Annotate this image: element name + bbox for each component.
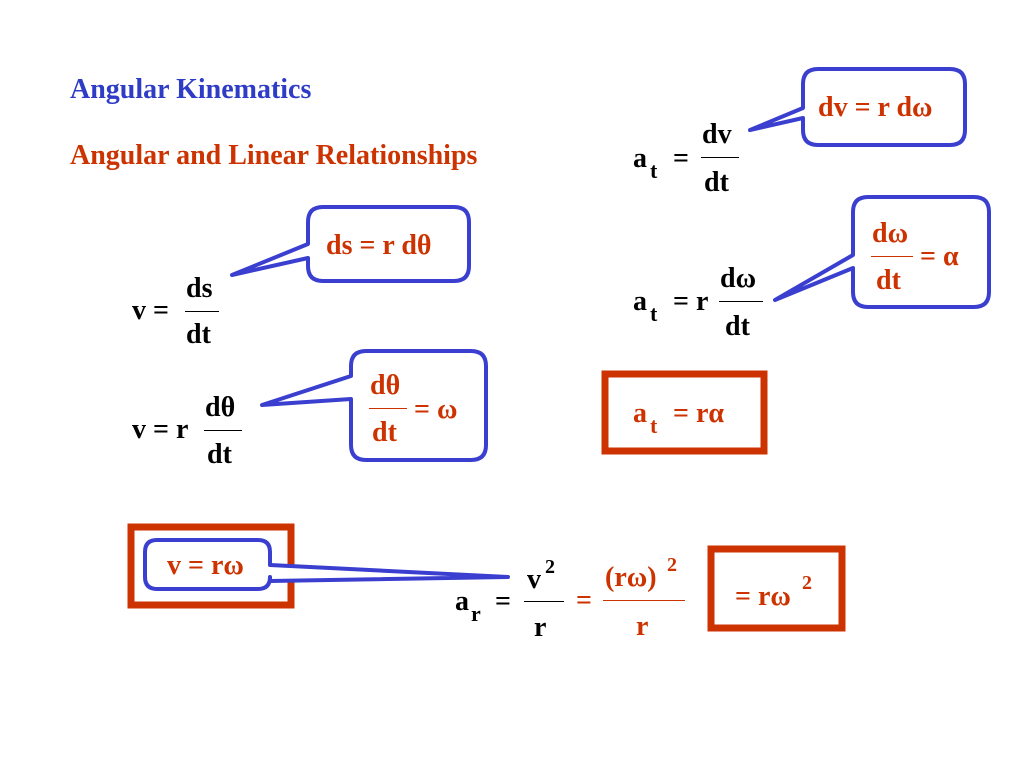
callout-omega-denominator: dt — [372, 417, 397, 448]
eq-v-ds-fraction-bar — [185, 311, 219, 312]
result-at-frame — [601, 370, 768, 455]
eq-at-dv-denominator: dt — [704, 167, 729, 198]
callout-dv-box — [748, 67, 967, 147]
eq-ar-a: a — [455, 586, 469, 617]
callout-omega-fraction-bar — [369, 408, 407, 409]
callout-alpha-fraction-bar — [871, 256, 913, 257]
page-subtitle: Angular and Linear Relationships — [70, 140, 478, 171]
eq-v-ds-denominator: dt — [186, 319, 211, 350]
eq-at-domega-denominator: dt — [725, 311, 750, 342]
eq-v-dtheta-denominator: dt — [207, 439, 232, 470]
result-ar-frame — [707, 545, 846, 632]
eq-at-dv-subscript: t — [650, 158, 658, 183]
callout-omega-box — [260, 349, 488, 462]
eq-at-domega-a: a — [633, 286, 647, 317]
result-v-callout — [143, 538, 510, 591]
callout-alpha-box — [773, 195, 991, 309]
page-title: Angular Kinematics — [70, 74, 312, 105]
eq-ar-equals-2: = — [576, 585, 592, 616]
eq-at-dv-equals: = — [673, 143, 689, 174]
eq-ar-numerator-2: (rω) — [605, 562, 657, 593]
callout-omega-rhs: = ω — [414, 394, 458, 425]
result-v-text: v = rω — [167, 550, 244, 581]
eq-ar-subscript: r — [471, 601, 481, 626]
eq-ar-equals: = — [495, 586, 511, 617]
eq-at-dv-a: a — [633, 143, 647, 174]
callout-alpha-denominator: dt — [876, 265, 901, 296]
eq-ar-numerator-2-exponent: 2 — [667, 554, 677, 576]
eq-at-dv-numerator: dv — [702, 119, 732, 150]
eq-ar-fraction-bar-2 — [603, 600, 685, 601]
result-ar-text: = rω — [735, 581, 791, 612]
eq-at-domega-subscript: t — [650, 301, 658, 326]
callout-alpha-rhs: = α — [920, 241, 959, 272]
eq-ar-numerator-exponent: 2 — [545, 556, 555, 578]
result-at-a: a — [633, 398, 647, 429]
eq-at-domega-fraction-bar — [719, 301, 763, 302]
eq-v-dtheta-numerator: dθ — [205, 392, 236, 423]
result-ar-exponent: 2 — [802, 572, 812, 594]
eq-at-domega-equals: = r — [673, 286, 709, 317]
result-at-subscript: t — [650, 413, 658, 438]
eq-v-dtheta-fraction-bar — [204, 430, 242, 431]
callout-dv-text: dv = r dω — [818, 92, 933, 123]
eq-ar-fraction-bar — [524, 601, 564, 602]
eq-v-ds-lhs: v = — [132, 295, 169, 326]
eq-v-ds-numerator: ds — [186, 273, 213, 304]
callout-omega-numerator: dθ — [370, 370, 401, 401]
result-at-rhs: = rα — [673, 398, 725, 429]
callout-alpha-numerator: dω — [872, 218, 909, 249]
eq-ar-numerator: v — [527, 564, 541, 595]
callout-ds-text: ds = r dθ — [326, 230, 432, 261]
eq-at-dv-fraction-bar — [701, 157, 739, 158]
eq-v-dtheta-lhs: v = r — [132, 414, 189, 445]
eq-ar-denominator-2: r — [636, 611, 649, 642]
eq-at-domega-numerator: dω — [720, 263, 757, 294]
eq-ar-denominator: r — [534, 612, 547, 643]
callout-ds-box — [230, 205, 471, 283]
